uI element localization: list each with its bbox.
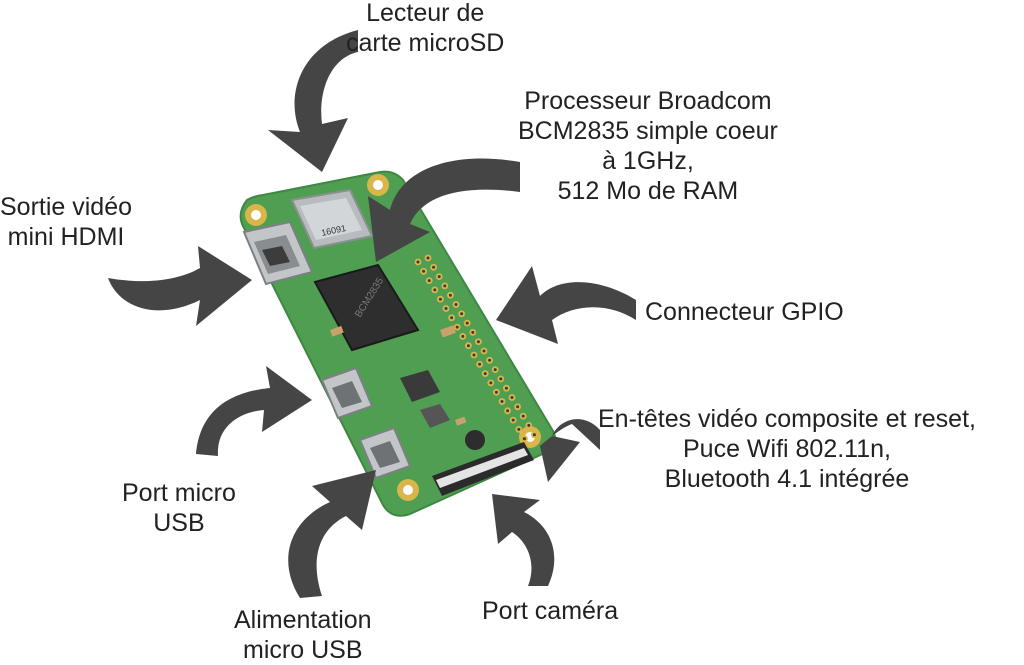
mini-hdmi-connector [242, 220, 314, 286]
gpio-pin-hole [460, 312, 464, 316]
label-power: Alimentation micro USB [234, 606, 372, 664]
gpio-pin-hole [476, 340, 480, 344]
gpio-pin-hole [532, 433, 536, 437]
gpio-pin-hole [483, 372, 487, 376]
gpio-pin-hole [416, 260, 420, 264]
gpio-pin-hole [448, 293, 452, 297]
gpio-pin-hole [422, 269, 426, 273]
gpio-pin-hole [472, 353, 476, 357]
arrow-gpio [496, 266, 636, 344]
gpio-pin-hole [494, 390, 498, 394]
gpio-pin-hole [489, 381, 493, 385]
gpio-pin-hole [427, 279, 431, 283]
gpio-pin-hole [461, 334, 465, 338]
arrow-hdmi [108, 246, 252, 326]
arrow-microsd [268, 30, 358, 172]
gpio-pin-hole [516, 405, 520, 409]
gpio-pin-hole [432, 265, 436, 269]
gpio-pin-hole [511, 418, 515, 422]
arrow-power [288, 470, 376, 598]
gpio-pin-hole [433, 288, 437, 292]
gpio-pin-hole [465, 321, 469, 325]
gpio-pin-hole [482, 349, 486, 353]
gpio-pin-hole [455, 325, 459, 329]
arrow-processor [368, 158, 520, 262]
gpio-pin-hole [426, 256, 430, 260]
gpio-pin-hole [437, 275, 441, 279]
wifi-bluetooth-chip [329, 325, 485, 450]
gpio-pin-hole [527, 423, 531, 427]
gpio-pin-hole [504, 386, 508, 390]
gpio-pin-hole [517, 427, 521, 431]
gpio-pin-hole [488, 358, 492, 362]
gpio-pin-hole [500, 400, 504, 403]
gpio-pin-hole [506, 409, 510, 413]
gpio-pin-hole [443, 284, 447, 288]
gpio-pin-hole [478, 362, 482, 366]
gpio-pin-hole [521, 414, 525, 418]
label-hdmi: Sortie vidéo mini HDMI [0, 193, 133, 251]
gpio-pin-hole [471, 330, 475, 334]
label-composite-wifi-bt: En-têtes vidéo composite et reset, Puce … [598, 405, 976, 493]
gpio-pin-hole [522, 437, 526, 441]
callout-arrows [108, 30, 636, 598]
microsd-slot: 16091 [290, 188, 374, 250]
micro-usb-data-port [320, 366, 374, 420]
gpio-header [414, 254, 538, 443]
gpio-pin-hole [454, 303, 458, 306]
micro-usb-power-port [358, 426, 412, 480]
label-microsd: Lecteur de carte microSD [346, 0, 505, 57]
label-gpio: Connecteur GPIO [645, 298, 844, 326]
label-micro-usb: Port micro USB [122, 479, 236, 537]
gpio-pin-hole [510, 396, 514, 399]
gpio-pin-hole [499, 377, 503, 381]
gpio-pin-hole [493, 368, 497, 372]
arrow-composite [540, 419, 600, 482]
arrow-usb [196, 366, 312, 456]
label-processor: Processeur Broadcom BCM2835 simple coeur… [518, 87, 778, 205]
gpio-pin-hole [444, 307, 448, 310]
arrow-camera [492, 494, 555, 586]
label-camera: Port caméra [482, 597, 619, 625]
camera-connector [432, 442, 534, 496]
gpio-pin-hole [466, 344, 470, 348]
gpio-pin-hole [450, 316, 454, 320]
gpio-pin-hole [438, 297, 442, 301]
